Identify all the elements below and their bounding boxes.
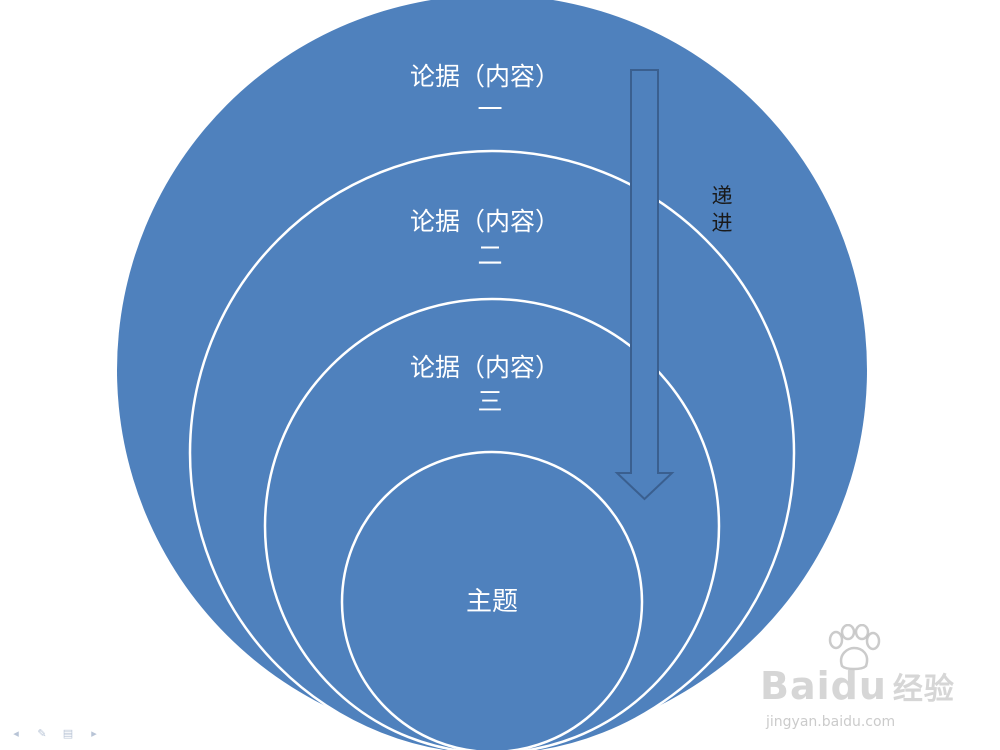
slideshow-controls: ◂ ✎ ▤ ▸ bbox=[8, 728, 102, 740]
pen-icon[interactable]: ✎ bbox=[37, 727, 47, 740]
middle-label-line2: 二 bbox=[477, 241, 502, 270]
outer-label-line2: 一 bbox=[477, 95, 502, 124]
menu-icon[interactable]: ▤ bbox=[62, 727, 74, 740]
arrow-label-line2: 进 bbox=[712, 211, 733, 235]
arrow-label-line1: 递 bbox=[712, 184, 733, 208]
down-arrow bbox=[614, 69, 675, 501]
core-circle bbox=[340, 450, 644, 750]
prev-arrow-icon[interactable]: ◂ bbox=[13, 727, 19, 740]
watermark-url: jingyan.baidu.com bbox=[766, 714, 896, 730]
inner-label-line1: 论据（内容） bbox=[410, 353, 560, 382]
watermark-brand-du: du bbox=[830, 664, 887, 708]
watermark-brand-cn: 经验 bbox=[892, 672, 955, 707]
middle-label-line1: 论据（内容） bbox=[410, 207, 560, 236]
core-label: 主题 bbox=[466, 587, 518, 617]
outer-label-line1: 论据（内容） bbox=[410, 62, 560, 91]
inner-label-line2: 三 bbox=[477, 387, 502, 416]
watermark-brand-bai: Bai bbox=[760, 664, 831, 708]
baidu-paw-icon bbox=[828, 624, 881, 671]
next-arrow-icon[interactable]: ▸ bbox=[91, 727, 97, 740]
